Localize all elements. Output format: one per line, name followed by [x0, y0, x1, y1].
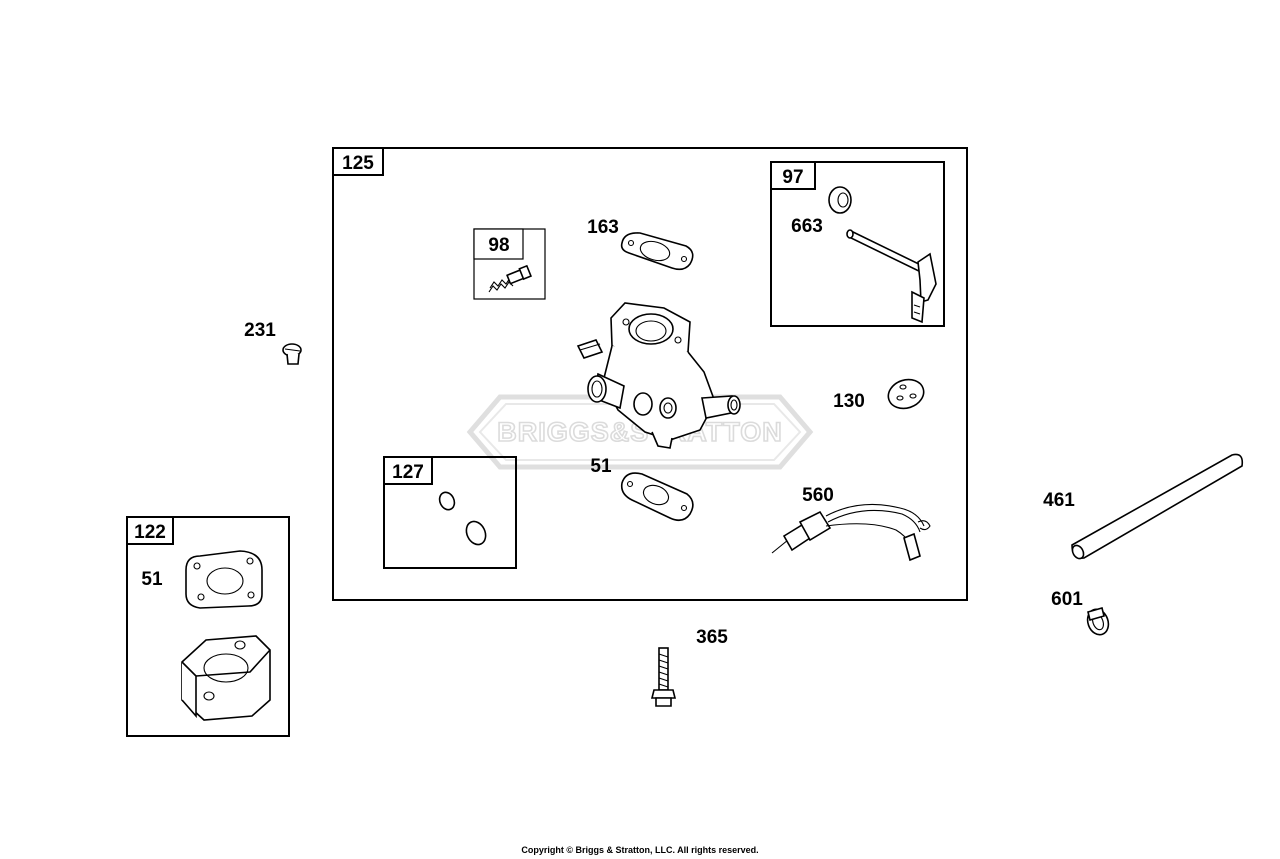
kit-box-127[interactable]: 127: [383, 456, 517, 569]
part-label-231[interactable]: 231: [244, 320, 276, 341]
kit-label-125: 125: [342, 153, 374, 174]
part-label-51-kit[interactable]: 51: [141, 569, 163, 590]
kit-label-97: 97: [782, 167, 803, 188]
part-label-51-main[interactable]: 51: [590, 456, 612, 477]
gasket-51-main-drawing: [620, 472, 694, 522]
bolt-365-drawing: [650, 647, 677, 707]
part-label-560[interactable]: 560: [802, 485, 834, 506]
gasket-163-drawing: [620, 232, 694, 271]
gasket-51-kit-drawing: [185, 550, 263, 609]
idle-screw-spring-drawing: [488, 264, 532, 293]
part-label-461[interactable]: 461: [1043, 490, 1075, 511]
kit-box-122[interactable]: 122: [126, 516, 290, 737]
fuel-line-461-drawing: [1071, 453, 1244, 560]
plate-130-drawing: [887, 378, 925, 410]
copyright-footer: Copyright © Briggs & Stratton, LLC. All …: [521, 845, 759, 855]
kit-label-98: 98: [488, 235, 509, 256]
part-label-163[interactable]: 163: [587, 217, 619, 238]
carburetor-body-drawing: [576, 302, 741, 449]
plugs-127-drawing: [438, 491, 487, 546]
part-label-365[interactable]: 365: [696, 627, 728, 648]
clamp-601-drawing: [1086, 607, 1110, 636]
part-label-663[interactable]: 663: [791, 216, 823, 237]
seal-663-drawing: [828, 186, 852, 214]
screw-231-drawing: [282, 343, 302, 365]
kit-box-98[interactable]: 98: [473, 228, 546, 300]
kit-box-125[interactable]: 125: [332, 147, 968, 601]
kit-label-122: 122: [134, 522, 166, 543]
spacer-drawing: [181, 635, 271, 721]
kit-label-127: 127: [392, 462, 424, 483]
solenoid-560-drawing: [771, 503, 931, 562]
kit-box-97[interactable]: 97: [770, 161, 945, 327]
part-label-130[interactable]: 130: [833, 391, 865, 412]
part-label-601[interactable]: 601: [1051, 589, 1083, 610]
throttle-shaft-97-drawing: [846, 229, 937, 324]
